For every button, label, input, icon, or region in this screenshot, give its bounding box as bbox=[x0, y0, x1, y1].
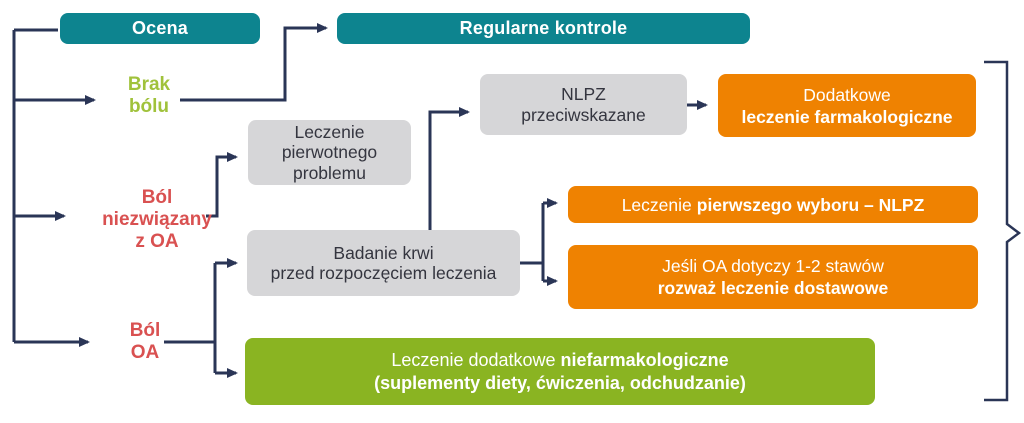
node-ocena-label: Ocena bbox=[131, 18, 189, 38]
connector-bol-oa-split bbox=[164, 263, 217, 373]
label-brak-bolu: Brak bólu bbox=[127, 74, 171, 117]
node-badanie-krwi: Badanie krwi przed rozpoczęciem leczenia bbox=[247, 230, 520, 296]
node-pierwszego-wyboru: Leczenie pierwszego wyboru – NLPZ bbox=[568, 186, 978, 223]
node-dostawowe: Jeśli OA dotyczy 1-2 stawów rozważ lecze… bbox=[568, 245, 978, 309]
arrow-brak-to-regularne bbox=[180, 23, 328, 102]
node-niefarmakologiczne: Leczenie dodatkowe niefarmakologiczne (s… bbox=[245, 338, 875, 405]
node-dodatkowe-farmakologiczne: Dodatkowe leczenie farmakologiczne bbox=[718, 74, 976, 137]
label-bol-oa: Ból OA bbox=[129, 320, 161, 363]
node-regularne-kontrole-label: Regularne kontrole bbox=[459, 18, 628, 38]
label-bol-niezwiazany: Ból niezwiązany z OA bbox=[102, 187, 212, 252]
connector-badanie-split bbox=[520, 203, 545, 281]
arrow-badanie-to-nlpz bbox=[428, 107, 470, 230]
node-leczenie-pierwotnego: Leczenie pierwotnego problemu bbox=[248, 120, 411, 185]
arrow-niezwiazany-to-pierwotnego bbox=[206, 152, 238, 218]
node-ocena: Ocena bbox=[60, 13, 260, 44]
right-feedback-bracket bbox=[984, 60, 1022, 402]
node-nlpz-przeciwskazane: NLPZ przeciwskazane bbox=[480, 74, 687, 135]
node-regularne-kontrole: Regularne kontrole bbox=[337, 13, 750, 44]
